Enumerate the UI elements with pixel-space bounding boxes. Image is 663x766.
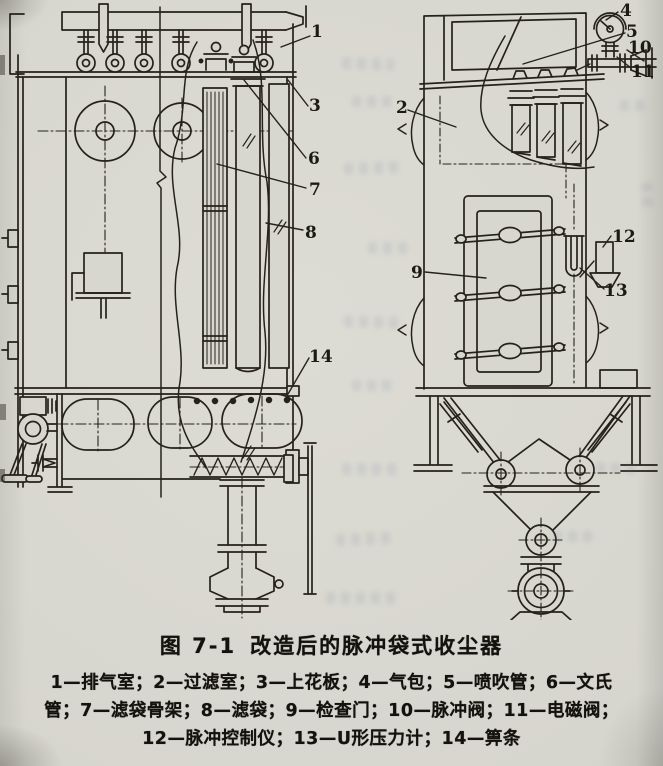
- cutaway-filter-bags: [480, 35, 595, 170]
- callout-10: 10: [628, 38, 652, 58]
- figure-caption: 图 7-1 改造后的脉冲袋式收尘器: [0, 630, 663, 660]
- legend-line-2: 管；7—滤袋骨架；8—滤袋；9—检查门；10—脉冲阀；11—电磁阀；: [44, 701, 619, 721]
- wall-fittings: [1, 229, 19, 360]
- callout-4: 4: [620, 1, 632, 21]
- right-figure-elevation-view: [397, 12, 658, 620]
- junction-box: [599, 369, 638, 389]
- side-flanges: [397, 91, 609, 367]
- spray-nozzles: [76, 29, 274, 73]
- callout-11: 11: [631, 62, 655, 82]
- pulse-controller: [579, 241, 621, 288]
- torn-edges: [171, 39, 270, 469]
- blower: [1, 396, 58, 483]
- callout-1: 1: [311, 22, 323, 42]
- support-structure: [413, 387, 658, 472]
- break-line: [156, 6, 167, 498]
- callout-14: 14: [309, 347, 333, 367]
- counterweight-box: [71, 252, 131, 319]
- figure-title: 改造后的脉冲袋式收尘器: [250, 634, 504, 658]
- dust-collector-diagram: [1, 3, 658, 620]
- callout-3: 3: [309, 96, 321, 116]
- callout-9: 9: [411, 263, 423, 283]
- u-tube-manometer: [563, 183, 585, 387]
- twin-hopper: [443, 395, 631, 537]
- inspection-door: [454, 195, 566, 387]
- hand-lever: [283, 442, 317, 595]
- callout-2: 2: [396, 98, 408, 118]
- callout-8: 8: [305, 223, 317, 243]
- discharge-valve: [209, 479, 284, 613]
- top-window: [451, 18, 577, 71]
- legend-line-3: 12—脉冲控制仪；13—U形压力计；14—箅条: [142, 729, 521, 749]
- tube-plate-line: [419, 73, 605, 90]
- callout-5: 5: [626, 22, 638, 42]
- callout-7: 7: [309, 180, 321, 200]
- venturi-tubes: [198, 41, 257, 73]
- blow-header-pipe: [61, 3, 307, 53]
- filter-bag-with-cage: [202, 87, 228, 369]
- figure-legend: 1—排气室；2—过滤室；3—上花板；4—气包；5—喷吹管；6—文氏 管；7—滤袋…: [0, 669, 663, 753]
- callout-13: 13: [604, 281, 628, 301]
- leader-lines: [216, 11, 645, 395]
- figure-number: 图 7-1: [159, 634, 237, 658]
- callout-12: 12: [612, 227, 636, 247]
- callout-6: 6: [308, 149, 320, 169]
- rotary-valve: [507, 517, 575, 620]
- left-figure-section-view: [1, 3, 317, 619]
- housing: [419, 12, 605, 390]
- legend-line-1: 1—排气室；2—过滤室；3—上花板；4—气包；5—喷吹管；6—文氏: [50, 673, 613, 693]
